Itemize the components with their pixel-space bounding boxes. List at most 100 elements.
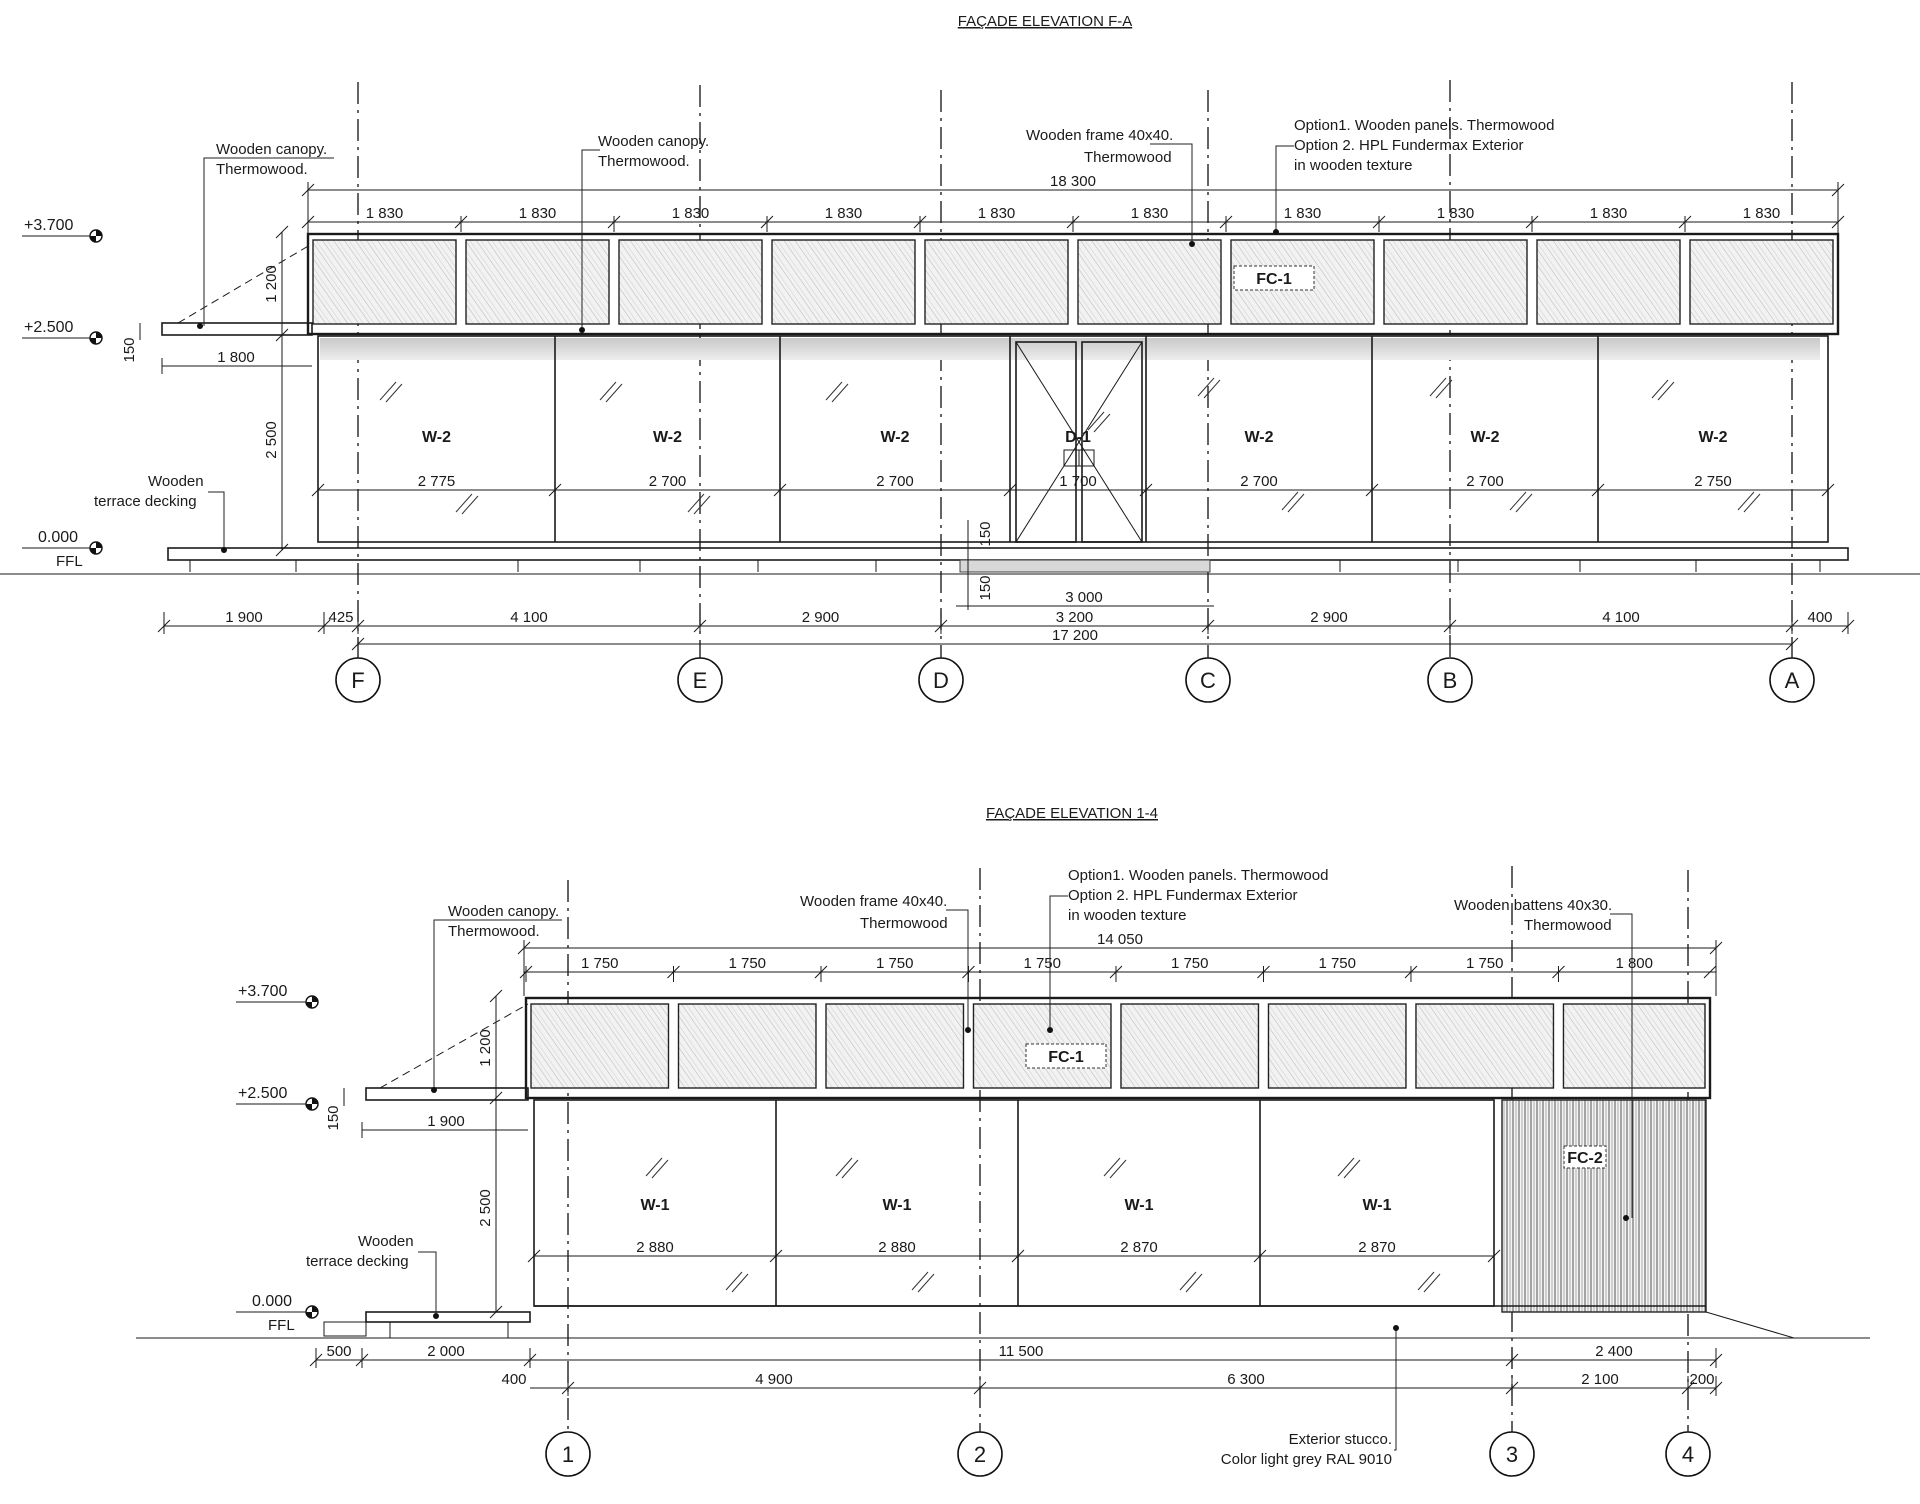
window-tag: W-2	[1698, 429, 1727, 446]
note-option-3: in wooden texture	[1294, 157, 1412, 174]
module-dim-label: 1 830	[1437, 205, 1475, 222]
module-dim-label: 1 750	[728, 955, 766, 972]
elevation-1-4: FAÇADE ELEVATION 1-4 14 050 1 750 1 750 1 …	[136, 805, 1870, 1477]
canopy-thickness-dim: 150	[121, 337, 138, 362]
window-tag: W-2	[653, 429, 682, 446]
note-canopy-left-2: Thermowood.	[216, 161, 308, 178]
window-width-label: 2 700	[1466, 473, 1504, 490]
note-frame-1: Wooden frame 40x40.	[800, 893, 947, 910]
note-canopy-mid-2: Thermowood.	[598, 153, 690, 170]
bottom-dim-label: 400	[1807, 609, 1832, 626]
bottom-dim-label: 400	[501, 1371, 526, 1388]
bottom-dim-label: 11 500	[999, 1343, 1044, 1360]
panel-tag: FC-1	[1048, 1049, 1084, 1066]
window-width-label: 2 750	[1694, 473, 1732, 490]
note-canopy-2: Thermowood.	[448, 923, 540, 940]
window-tag: D-1	[1065, 429, 1091, 446]
bottom-dim-label: 2 900	[802, 609, 840, 626]
bottom-dim-label: 4 100	[510, 609, 548, 626]
note-decking-2: terrace decking	[94, 493, 197, 510]
note-battens-1: Wooden battens 40x30.	[1454, 897, 1612, 914]
grid-bubble-4: 4	[1665, 1431, 1711, 1477]
window-tag: W-1	[882, 1197, 911, 1214]
grid-bubble-1: 1	[545, 1431, 591, 1477]
module-dim-label: 1 830	[1284, 205, 1322, 222]
vertical-dimensions: 1 200 2 500 150 1 800	[121, 225, 312, 557]
terrace-decking	[136, 1305, 1870, 1339]
fc1-panels	[530, 1003, 1706, 1089]
canopy-left	[365, 1003, 529, 1101]
grid-bubble-C: C	[1185, 657, 1231, 703]
note-option-1: Option1. Wooden panels. Thermowood	[1068, 867, 1328, 884]
note-canopy-mid-1: Wooden canopy.	[598, 133, 709, 150]
note-stucco-2: Color light grey RAL 9010	[1221, 1451, 1392, 1468]
grid-bubble-label: D	[933, 668, 949, 693]
overall-dimension: 14 050	[517, 931, 1723, 996]
grid-bubble-label: 2	[974, 1442, 986, 1467]
window-mullions	[554, 336, 1599, 542]
module-dim-label: 1 750	[876, 955, 914, 972]
level-markers: +3.700 +2.500 0.000 FFL	[22, 217, 103, 570]
bottom-dim-label: 2 900	[1310, 609, 1348, 626]
canopy-length-dim: 1 900	[427, 1113, 465, 1130]
bottom-total-dim: 17 200	[1052, 627, 1098, 644]
grid-bubble-label: 4	[1682, 1442, 1694, 1467]
window-tag: W-1	[640, 1197, 669, 1214]
grid-bubble-label: E	[693, 668, 708, 693]
bottom-dim-label: 3 200	[1056, 609, 1094, 626]
glazing-reflection-marks	[645, 1157, 1441, 1293]
grid-bubble-label: A	[1785, 668, 1800, 693]
grid-bubble-label: 1	[562, 1442, 574, 1467]
annotations: Wooden canopy. Thermowood. Wooden frame …	[306, 867, 1633, 1468]
elevation-title: FAÇADE ELEVATION 1-4	[986, 805, 1158, 822]
note-canopy-1: Wooden canopy.	[448, 903, 559, 920]
note-frame-2: Thermowood	[1084, 149, 1172, 166]
window-width-label: 2 700	[649, 473, 687, 490]
window-width-label: 2 870	[1358, 1239, 1396, 1256]
note-option-2: Option 2. HPL Fundermax Exterior	[1294, 137, 1524, 154]
level-markers: +3.700 +2.500 0.000 FFL	[236, 983, 319, 1334]
window-width-label: 2 700	[876, 473, 914, 490]
step-dim-1: 150	[977, 521, 994, 546]
window-tag: W-1	[1124, 1197, 1153, 1214]
window-tag: W-2	[1470, 429, 1499, 446]
terrace-decking	[0, 547, 1920, 575]
note-canopy-left-1: Wooden canopy.	[216, 141, 327, 158]
level-mid: +2.500	[238, 1085, 287, 1102]
module-dim-label: 1 830	[1743, 205, 1781, 222]
batten-tag: FC-2	[1567, 1150, 1603, 1167]
level-floor: 0.000	[38, 529, 78, 546]
bottom-dim-label: 200	[1689, 1371, 1714, 1388]
module-dim-label: 1 830	[672, 205, 710, 222]
module-dim-label: 1 800	[1615, 955, 1653, 972]
note-stucco-1: Exterior stucco.	[1289, 1431, 1392, 1448]
module-dim-label: 1 830	[519, 205, 557, 222]
overall-dimension: 18 300	[301, 173, 1845, 236]
bottom-dim-label: 4 100	[1602, 609, 1640, 626]
grid-bubble-A: A	[1769, 657, 1815, 703]
note-decking-1: Wooden	[148, 473, 204, 490]
bottom-dim-label: 425	[328, 609, 353, 626]
module-dim-label: 1 750	[581, 955, 619, 972]
bottom-dim-label: 2 400	[1595, 1343, 1633, 1360]
level-top: +3.700	[24, 217, 73, 234]
level-floor-sub: FFL	[56, 553, 83, 570]
grid-bubble-F: F	[335, 657, 381, 703]
window-width-label: 2 880	[636, 1239, 674, 1256]
note-frame-2: Thermowood	[860, 915, 948, 932]
panel-tag: FC-1	[1256, 271, 1292, 288]
level-floor-sub: FFL	[268, 1317, 295, 1334]
bottom-dim-label: 2 100	[1581, 1371, 1619, 1388]
level-mid: +2.500	[24, 319, 73, 336]
module-dim-label: 1 750	[1171, 955, 1209, 972]
module-dim-label: 1 750	[1023, 955, 1061, 972]
grid-bubble-label: 3	[1506, 1442, 1518, 1467]
step-dim-2: 150	[977, 575, 994, 600]
